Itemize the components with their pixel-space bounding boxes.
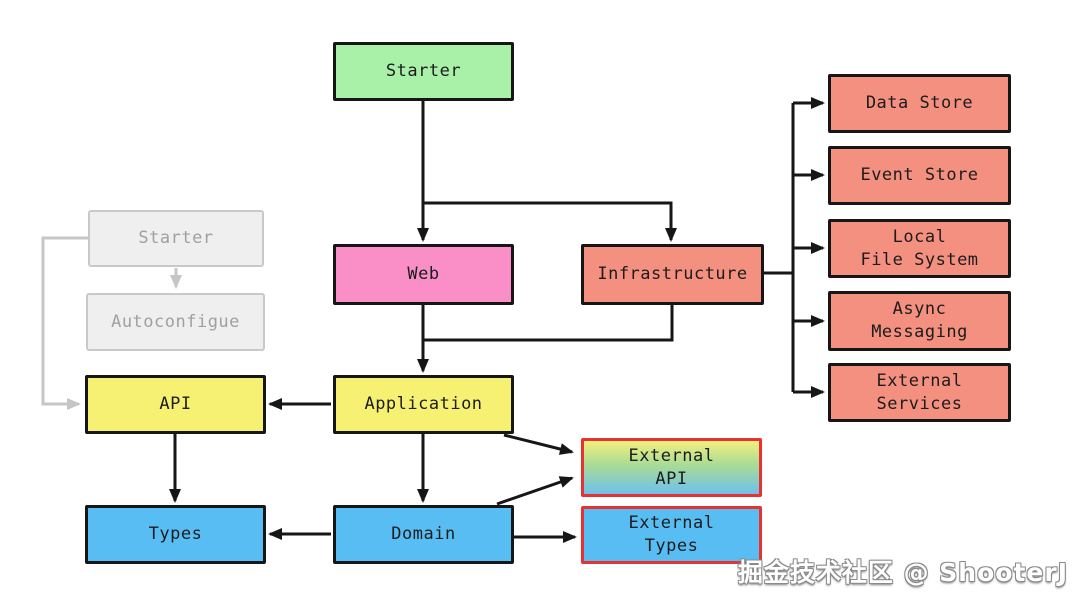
node-starter-disabled-label: Starter: [138, 228, 214, 249]
node-infrastructure-label: Infrastructure: [597, 264, 748, 285]
node-local-file-system-label: Local File System: [860, 226, 979, 270]
node-starter: Starter: [333, 42, 514, 101]
node-infrastructure: Infrastructure: [581, 244, 764, 305]
node-application: Application: [333, 375, 514, 434]
node-domain-label: Domain: [391, 524, 456, 545]
node-external-api: External API: [581, 438, 762, 497]
line-infrastructure-to-merge: [424, 304, 674, 342]
node-web: Web: [333, 244, 514, 305]
node-event-store-label: Event Store: [860, 165, 979, 186]
node-types: Types: [85, 505, 266, 564]
node-external-services: External Services: [828, 363, 1011, 422]
node-autoconfigue-label: Autoconfigue: [111, 311, 240, 332]
node-application-label: Application: [364, 394, 483, 415]
node-starter-disabled: Starter: [88, 210, 264, 267]
arrow-starter-to-infrastructure: [423, 201, 677, 242]
node-data-store-label: Data Store: [865, 93, 974, 114]
node-local-file-system: Local File System: [828, 219, 1011, 278]
node-external-types: External Types: [581, 506, 762, 564]
node-domain: Domain: [333, 505, 514, 564]
node-autoconfigue-disabled: Autoconfigue: [86, 293, 265, 351]
node-data-store: Data Store: [828, 74, 1011, 133]
arrow-gray-starter-to-api: [41, 236, 88, 410]
watermark-text: 掘金技术社区 @ ShooterJ: [737, 558, 1068, 587]
node-external-api-label: External API: [628, 445, 715, 489]
node-external-types-label: External Types: [628, 513, 715, 556]
arrow-domain-to-external-api: [496, 476, 574, 506]
node-web-label: Web: [407, 264, 440, 285]
arrow-application-to-external-api: [503, 433, 574, 455]
node-async-messaging-label: Async Messaging: [871, 299, 968, 342]
node-starter-label: Starter: [385, 61, 462, 82]
node-external-services-label: External Services: [876, 370, 963, 414]
node-async-messaging: Async Messaging: [828, 291, 1011, 351]
node-types-label: Types: [148, 524, 203, 545]
node-api-label: API: [159, 394, 192, 415]
node-event-store: Event Store: [828, 146, 1011, 205]
node-api: API: [85, 375, 266, 434]
